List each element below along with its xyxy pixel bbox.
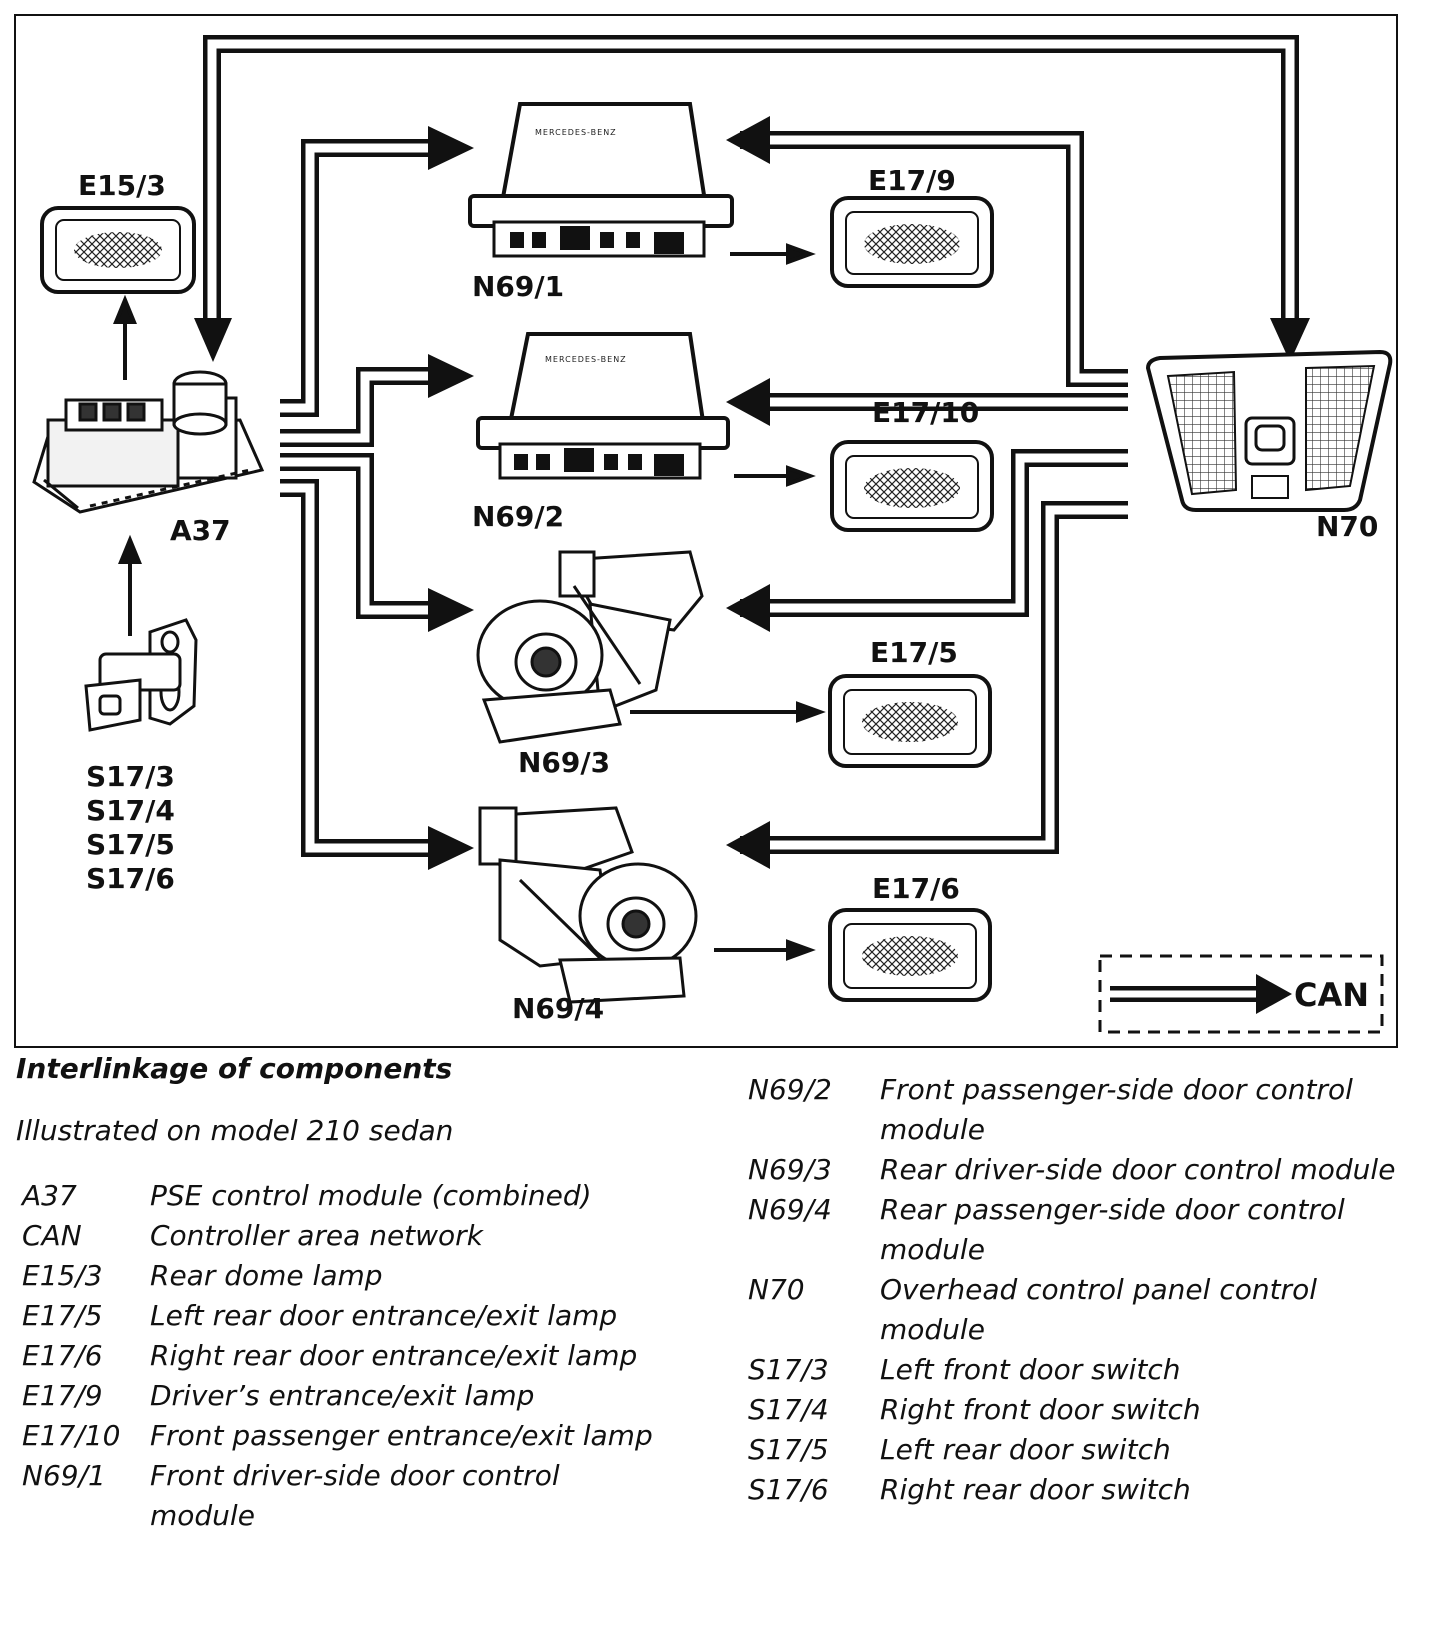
legend-item: S17/6 Right rear door switch xyxy=(748,1470,1408,1510)
legend-code: E17/9 xyxy=(22,1379,103,1412)
label-e17-10: E17/10 xyxy=(872,396,979,429)
legend-item: N69/3 Rear driver-side door control modul… xyxy=(748,1150,1408,1190)
legend-desc: Front passenger-side door control module xyxy=(880,1073,1353,1146)
diagram-frame xyxy=(14,14,1398,1048)
legend-desc: Left rear door switch xyxy=(880,1433,1171,1466)
brand-text-n69-2: MERCEDES-BENZ xyxy=(545,355,627,364)
label-s17-5: S17/5 xyxy=(86,828,175,861)
label-can: CAN xyxy=(1294,976,1369,1014)
legend-item: E17/6 Right rear door entrance/exit lamp xyxy=(22,1336,672,1376)
legend-code: S17/4 xyxy=(748,1393,829,1426)
label-n69-4: N69/4 xyxy=(512,992,604,1025)
legend-code: S17/3 xyxy=(748,1353,829,1386)
door-module-n69-2: MERCEDES-BENZ xyxy=(476,332,730,480)
legend-desc: PSE control module (combined) xyxy=(150,1179,592,1212)
lamp-e17-10 xyxy=(830,440,994,532)
legend-desc: Right rear door entrance/exit lamp xyxy=(150,1339,638,1372)
label-n70: N70 xyxy=(1316,510,1378,543)
label-n69-1: N69/1 xyxy=(472,270,564,303)
legend-code: CAN xyxy=(22,1219,82,1252)
legend-right-column: N69/2 Front passenger-side door control m… xyxy=(748,1070,1408,1510)
legend-desc: Controller area network xyxy=(150,1219,483,1252)
legend-item: S17/4 Right front door switch xyxy=(748,1390,1408,1430)
legend-code: A37 xyxy=(22,1179,77,1212)
legend-code: N69/3 xyxy=(748,1153,832,1186)
legend-desc: Left front door switch xyxy=(880,1353,1181,1386)
door-module-n69-4 xyxy=(478,806,698,1004)
door-module-n69-3 xyxy=(476,550,704,744)
legend-item: N69/2 Front passenger-side door control m… xyxy=(748,1070,1408,1150)
component-diagram: MERCEDES-BENZ MERCEDES-BENZ xyxy=(32,35,1393,1034)
legend-code: N70 xyxy=(748,1273,805,1306)
legend-desc: Right front door switch xyxy=(880,1393,1201,1426)
legend-desc: Rear passenger-side door control module xyxy=(880,1193,1345,1266)
legend-subtitle: Illustrated on model 210 sedan xyxy=(16,1114,454,1147)
lamp-e17-6 xyxy=(828,908,992,1002)
pse-module-a37 xyxy=(32,370,265,514)
legend-item: N69/4 Rear passenger-side door control mo… xyxy=(748,1190,1408,1270)
label-s17-3: S17/3 xyxy=(86,760,175,793)
label-e17-6: E17/6 xyxy=(872,872,960,905)
legend-desc: Front driver-side door control module xyxy=(150,1459,560,1532)
overhead-panel-n70 xyxy=(1145,349,1393,512)
door-module-n69-1: MERCEDES-BENZ xyxy=(468,102,734,258)
legend-desc: Left rear door entrance/exit lamp xyxy=(150,1299,618,1332)
legend-item: N70 Overhead control panel control module xyxy=(748,1270,1408,1350)
label-n69-3: N69/3 xyxy=(518,746,610,779)
label-n69-2: N69/2 xyxy=(472,500,564,533)
label-e15-3: E15/3 xyxy=(78,169,166,202)
legend-desc: Driver’s entrance/exit lamp xyxy=(150,1379,535,1412)
legend-item: CAN Controller area network xyxy=(22,1216,672,1256)
lamp-e17-5 xyxy=(828,674,992,768)
label-e17-9: E17/9 xyxy=(868,164,956,197)
label-a37: A37 xyxy=(170,514,231,547)
diagram-labels: E15/3 A37 S17/3 S17/4 S17/5 S17/6 N69/1 … xyxy=(78,164,1378,1025)
legend-code: E15/3 xyxy=(22,1259,103,1292)
legend-desc: Right rear door switch xyxy=(880,1473,1191,1506)
legend-item: E17/5 Left rear door entrance/exit lamp xyxy=(22,1296,672,1336)
brand-text-n69-1: MERCEDES-BENZ xyxy=(535,128,617,137)
can-bus-lines xyxy=(203,35,1299,857)
legend-item: A37 PSE control module (combined) xyxy=(22,1176,672,1216)
label-s17-6: S17/6 xyxy=(86,862,175,895)
legend-code: E17/6 xyxy=(22,1339,103,1372)
door-switch-s17 xyxy=(84,618,198,732)
legend-desc: Overhead control panel control module xyxy=(880,1273,1317,1346)
legend-code: S17/6 xyxy=(748,1473,829,1506)
label-e17-5: E17/5 xyxy=(870,636,958,669)
can-legend-box xyxy=(1098,954,1384,1034)
signal-arrows xyxy=(113,243,826,961)
legend-item: E17/10 Front passenger entrance/exit lamp xyxy=(22,1416,672,1456)
legend-item: S17/3 Left front door switch xyxy=(748,1350,1408,1390)
legend-code: E17/5 xyxy=(22,1299,103,1332)
legend-item: S17/5 Left rear door switch xyxy=(748,1430,1408,1470)
legend-title: Interlinkage of components xyxy=(16,1052,453,1085)
legend-code: E17/10 xyxy=(22,1419,121,1452)
legend-item: N69/1 Front driver-side door control modu… xyxy=(22,1456,672,1536)
legend-item: E17/9 Driver’s entrance/exit lamp xyxy=(22,1376,672,1416)
legend-code: N69/2 xyxy=(748,1073,832,1106)
can-arrowheads xyxy=(194,116,1310,870)
lamp-e17-9 xyxy=(830,196,994,288)
lamp-e15-3 xyxy=(40,206,196,294)
legend-desc: Rear dome lamp xyxy=(150,1259,383,1292)
legend-item: E15/3 Rear dome lamp xyxy=(22,1256,672,1296)
legend-desc: Front passenger entrance/exit lamp xyxy=(150,1419,653,1452)
legend-desc: Rear driver-side door control module xyxy=(880,1153,1396,1186)
legend-left-column: A37 PSE control module (combined) CAN Cont… xyxy=(22,1176,672,1536)
legend-code: N69/4 xyxy=(748,1193,832,1226)
legend-code: S17/5 xyxy=(748,1433,829,1466)
label-s17-4: S17/4 xyxy=(86,794,175,827)
legend-code: N69/1 xyxy=(22,1459,106,1492)
